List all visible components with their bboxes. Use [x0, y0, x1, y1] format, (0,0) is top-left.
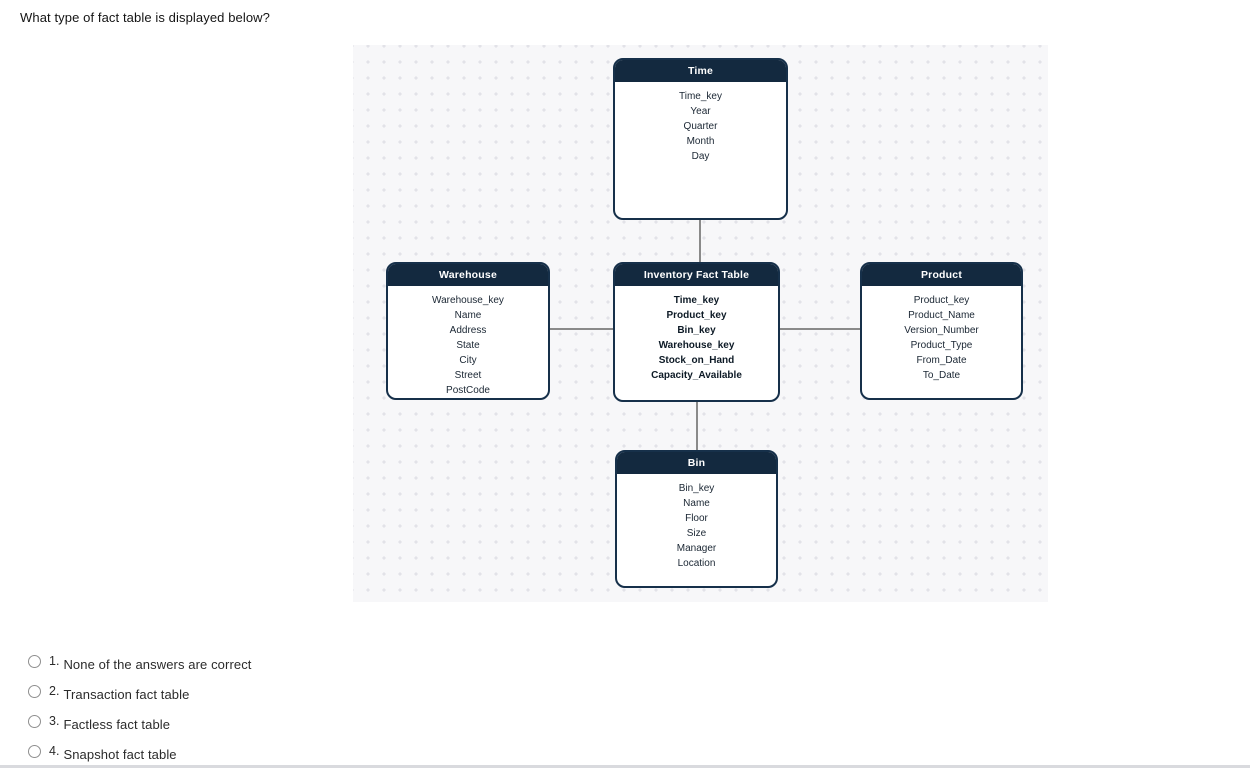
- field-name: Warehouse_key: [432, 295, 504, 306]
- field-name: Name: [454, 310, 482, 321]
- field-name: Bin_key: [677, 325, 716, 336]
- field-name: Time_key: [673, 295, 720, 306]
- answer-option-4[interactable]: 4. Snapshot fact table: [28, 744, 252, 762]
- field-name: Product_key: [913, 295, 970, 306]
- field-name: Product_key: [666, 310, 727, 321]
- radio-button-4[interactable]: [28, 745, 41, 758]
- field-name: Warehouse_key: [658, 340, 735, 351]
- radio-button-1[interactable]: [28, 655, 41, 668]
- entity-product-title: Product: [862, 264, 1021, 286]
- field-name: To_Date: [922, 370, 961, 381]
- field-name: Day: [691, 151, 710, 162]
- answer-options: 1. None of the answers are correct 2. Tr…: [28, 654, 252, 768]
- field-name: Year: [690, 106, 711, 117]
- field-name: Product_Name: [908, 310, 975, 321]
- connector-warehouse-fact: [550, 328, 613, 330]
- field-name: Month: [686, 136, 715, 147]
- field-name: Bin_key: [678, 483, 715, 494]
- field-name: Size: [686, 528, 707, 539]
- field-name: Street: [454, 370, 482, 381]
- field-name: City: [459, 355, 477, 366]
- entity-warehouse-title: Warehouse: [388, 264, 548, 286]
- radio-button-2[interactable]: [28, 685, 41, 698]
- field-name: State: [456, 340, 480, 351]
- entity-time-title: Time: [615, 60, 786, 82]
- field-name: Stock_on_Hand: [658, 355, 735, 366]
- field-name: Product_Type: [910, 340, 973, 351]
- field-name: Address: [449, 325, 487, 336]
- option-1-label: None of the answers are correct: [63, 657, 252, 672]
- field-name: Time_key: [679, 91, 722, 102]
- answer-option-3[interactable]: 3. Factless fact table: [28, 714, 252, 732]
- entity-bin-title: Bin: [617, 452, 776, 474]
- connector-fact-bin: [696, 402, 698, 450]
- option-2-number: 2.: [49, 684, 60, 698]
- option-2-label: Transaction fact table: [63, 687, 190, 702]
- field-name: From_Date: [916, 355, 967, 366]
- bottom-edge-divider: [0, 765, 1250, 768]
- field-name: Manager: [676, 543, 717, 554]
- option-4-label: Snapshot fact table: [63, 747, 177, 762]
- field-name: PostCode: [446, 385, 490, 396]
- field-name: Floor: [685, 513, 708, 524]
- answer-option-1[interactable]: 1. None of the answers are correct: [28, 654, 252, 672]
- option-3-label: Factless fact table: [63, 717, 171, 732]
- answer-option-2[interactable]: 2. Transaction fact table: [28, 684, 252, 702]
- option-4-number: 4.: [49, 744, 60, 758]
- field-name: Quarter: [683, 121, 718, 132]
- question-text: What type of fact table is displayed bel…: [20, 10, 270, 25]
- field-name: Location: [677, 558, 716, 569]
- option-3-number: 3.: [49, 714, 60, 728]
- entity-fact-title: Inventory Fact Table: [615, 264, 778, 286]
- connector-fact-product: [780, 328, 860, 330]
- radio-button-3[interactable]: [28, 715, 41, 728]
- option-1-number: 1.: [49, 654, 60, 668]
- field-name: Name: [683, 498, 710, 509]
- field-name: Version_Number: [904, 325, 979, 336]
- connector-time-fact: [699, 220, 701, 262]
- field-name: Capacity_Available: [651, 370, 742, 381]
